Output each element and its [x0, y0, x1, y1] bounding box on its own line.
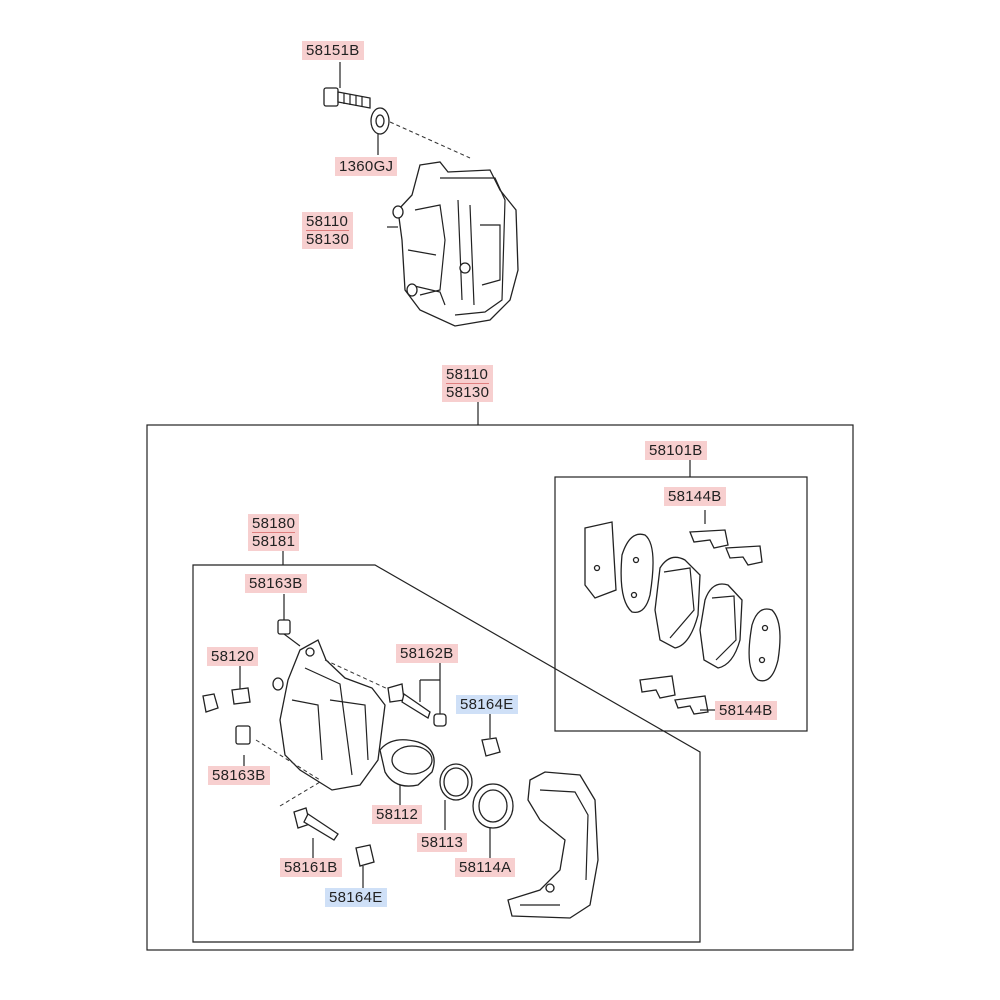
- label-assembly: 58110 58130: [442, 365, 494, 402]
- label-washer-top: 1360GJ: [335, 157, 398, 176]
- shim-lower-part: [639, 675, 709, 715]
- seal-part: [439, 763, 473, 801]
- label-shim-upper: 58144B: [664, 487, 726, 506]
- top-caliper-part: [392, 161, 519, 327]
- label-cap-upper: 58164E: [456, 695, 518, 714]
- guide-pin-part: [293, 807, 339, 841]
- pad-kit-frame: [554, 476, 808, 732]
- brake-pads-part: [584, 521, 781, 682]
- label-assembly-2: 58130: [446, 384, 490, 401]
- cap-lower-part: [355, 844, 375, 867]
- label-boot: 58114A: [455, 858, 516, 877]
- label-pin-boot: 58162B: [396, 644, 458, 663]
- label-housing-2: 58181: [252, 533, 296, 550]
- label-caliper-top-2: 58130: [306, 231, 350, 248]
- label-housing: 58180 58181: [248, 514, 300, 551]
- cap-upper-part: [481, 737, 501, 757]
- label-pad-kit: 58101B: [645, 441, 707, 460]
- label-seal: 58113: [417, 833, 468, 852]
- bolt-lower-part: [235, 725, 251, 745]
- assembly-frame: [146, 424, 854, 951]
- pin-boot-part: [387, 683, 447, 727]
- label-bolt-upper: 58163B: [245, 574, 307, 593]
- label-caliper-top-1: 58110: [306, 213, 350, 231]
- label-bleeder: 58120: [207, 647, 259, 666]
- caliper-body-part: [272, 639, 386, 791]
- bracket-part: [507, 771, 599, 919]
- label-bolt-lower: 58163B: [208, 766, 270, 785]
- label-guide-pin: 58161B: [280, 858, 342, 877]
- shim-upper-part: [689, 529, 763, 566]
- label-housing-1: 58180: [252, 515, 296, 533]
- boot-part: [472, 783, 514, 829]
- label-piston: 58112: [372, 805, 423, 824]
- top-bolt-part: [323, 87, 371, 109]
- label-cap-lower: 58164E: [325, 888, 387, 907]
- piston-part: [379, 739, 435, 787]
- bleeder-part: [202, 687, 251, 713]
- bolt-upper-part: [277, 619, 301, 647]
- label-shim-lower: 58144B: [715, 701, 777, 720]
- label-assembly-1: 58110: [446, 366, 490, 384]
- label-caliper-top: 58110 58130: [302, 212, 354, 249]
- housing-frame: [192, 564, 701, 943]
- top-washer-part: [370, 107, 390, 135]
- label-bolt-top: 58151B: [302, 41, 364, 60]
